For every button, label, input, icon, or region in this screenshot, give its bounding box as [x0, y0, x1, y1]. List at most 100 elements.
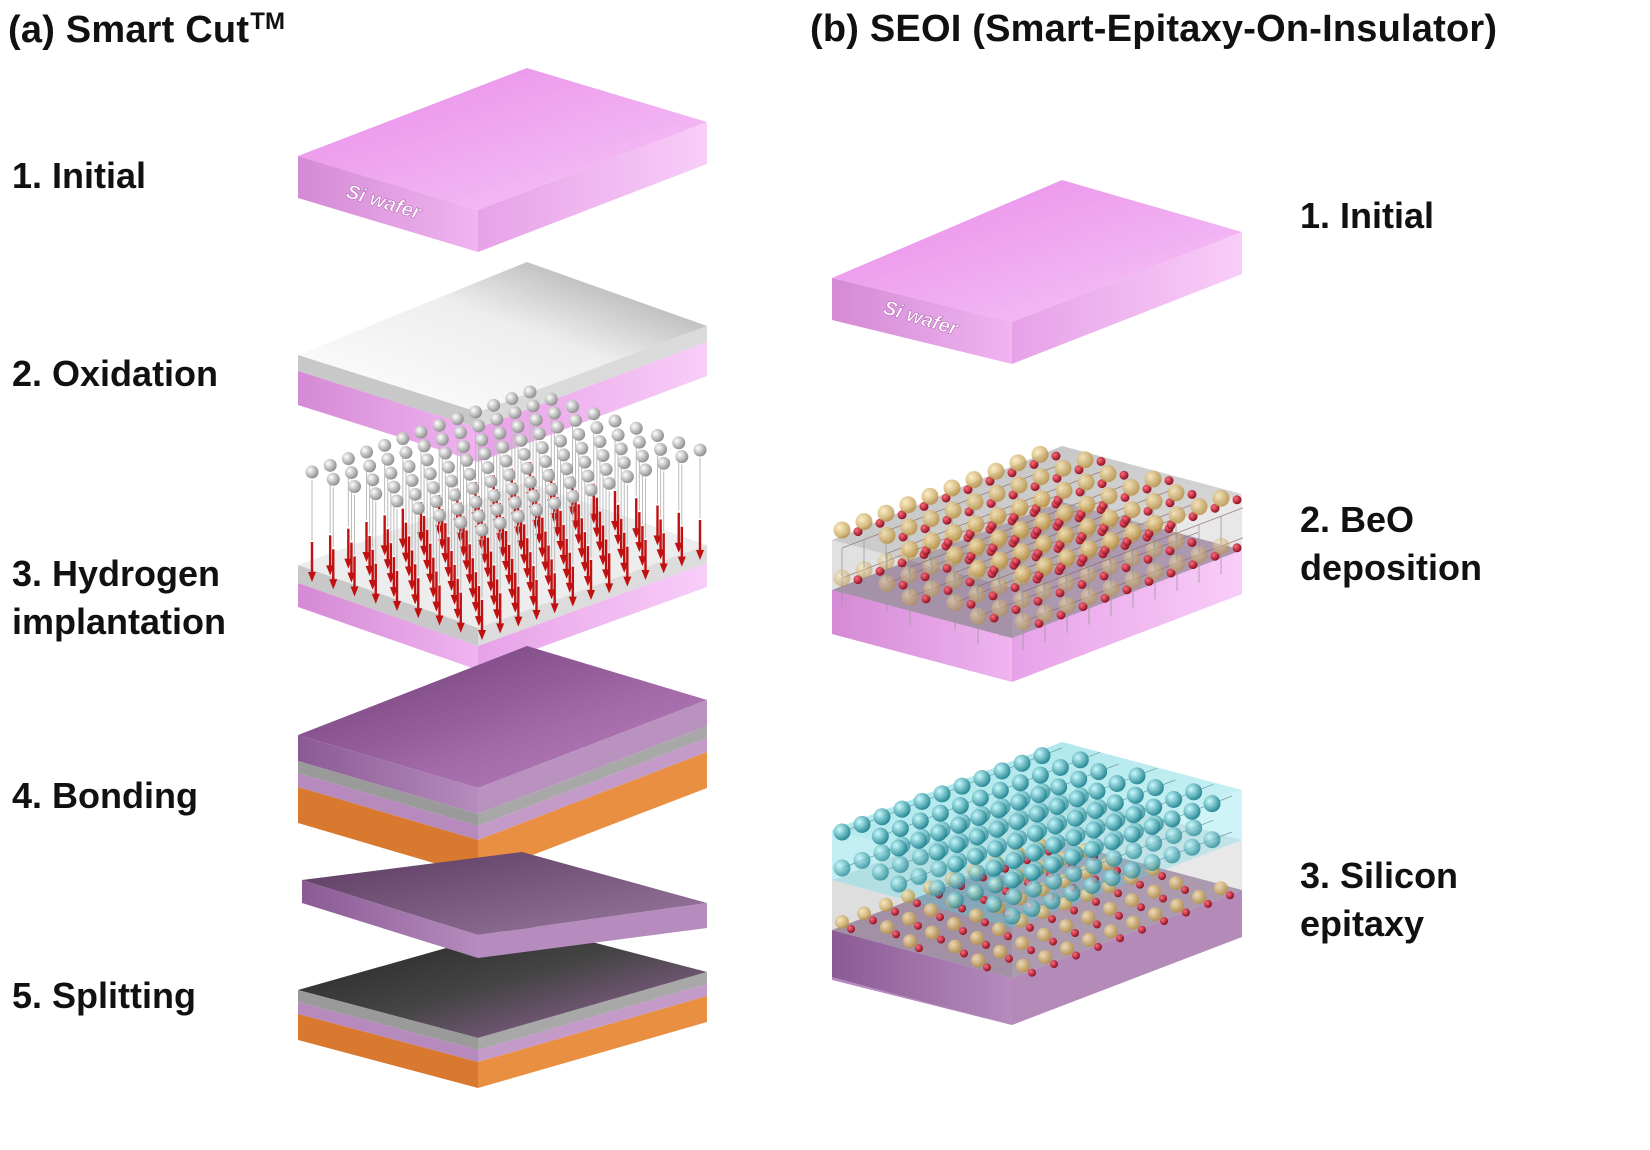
si-atom	[871, 827, 889, 845]
hydrogen-ion	[390, 494, 404, 611]
be-atom	[1212, 537, 1230, 555]
be-atom	[993, 944, 1007, 959]
o-atom	[943, 585, 953, 595]
o-atom	[920, 524, 930, 534]
si-atom	[1145, 798, 1163, 816]
be-atom	[1016, 958, 1030, 973]
si-atom	[1145, 834, 1163, 852]
o-atom	[1048, 915, 1056, 924]
o-atom	[1028, 968, 1036, 977]
be-atom	[1145, 492, 1163, 510]
be-atom	[1146, 562, 1164, 580]
si-atom	[986, 876, 1004, 894]
be-atom	[1056, 504, 1074, 522]
be-atom	[1079, 565, 1097, 583]
o-atom	[1011, 605, 1021, 615]
si-atom	[1045, 872, 1063, 890]
si-atom	[1108, 774, 1126, 792]
si-atom	[890, 839, 908, 857]
si-atom	[988, 820, 1006, 838]
si-atom	[1010, 793, 1028, 811]
o-atom	[1204, 899, 1212, 908]
o-atom	[964, 507, 974, 517]
si-atom	[990, 801, 1008, 819]
o-atom	[897, 558, 907, 568]
be-atom	[971, 953, 985, 968]
o-atom	[1008, 490, 1018, 500]
be-atom	[923, 580, 941, 598]
o-atom	[921, 546, 931, 556]
o-atom	[937, 935, 945, 944]
o-atom	[1096, 456, 1106, 466]
be-atom	[1013, 591, 1031, 609]
o-atom	[1071, 929, 1079, 937]
o-atom	[1166, 568, 1176, 578]
a5-split-stack	[298, 852, 707, 1088]
o-atom	[1121, 563, 1131, 573]
o-atom	[960, 949, 968, 958]
be-atom	[924, 903, 938, 918]
be-atom	[900, 566, 918, 584]
si-atom	[1183, 802, 1201, 820]
si-atom	[1125, 842, 1143, 860]
o-atom	[942, 515, 952, 525]
si-atom	[985, 895, 1003, 913]
si-atom	[1203, 831, 1221, 849]
si-atom	[891, 820, 909, 838]
be-atom	[965, 471, 983, 489]
be-atom	[1100, 487, 1118, 505]
be-atom	[944, 501, 962, 519]
be-atom	[1104, 924, 1118, 939]
si-atom	[1065, 829, 1083, 847]
o-atom	[1120, 492, 1130, 502]
o-atom	[919, 501, 929, 511]
be-atom	[948, 939, 962, 954]
o-atom	[1054, 518, 1064, 528]
be-atom	[1060, 941, 1074, 956]
o-atom	[1115, 911, 1123, 920]
o-atom	[1144, 528, 1154, 538]
be-atom	[925, 925, 939, 940]
be-atom	[1147, 884, 1161, 899]
step-b3-label: 3. Silicon epitaxy	[1300, 855, 1459, 944]
be-atom	[1103, 901, 1117, 916]
hydrogen-ion	[511, 510, 525, 627]
si-atom	[1003, 871, 1021, 889]
si-atom	[1185, 783, 1203, 801]
hydrogen-ion	[575, 441, 589, 559]
be-atom	[1124, 523, 1142, 541]
be-atom	[992, 922, 1006, 937]
o-atom	[1004, 932, 1012, 941]
si-atom	[1143, 818, 1161, 836]
a1-si-wafer	[298, 68, 707, 252]
step-a3-label: 3. Hydrogen implantation	[12, 553, 226, 642]
be-atom	[877, 552, 895, 570]
a4-bonded-stack	[298, 646, 707, 876]
o-atom	[965, 577, 975, 587]
be-atom	[967, 515, 985, 533]
si-atom	[1090, 763, 1108, 781]
hydrogen-ion	[475, 523, 489, 640]
o-atom	[1121, 515, 1131, 525]
si-atom	[1011, 774, 1029, 792]
o-atom	[1056, 610, 1066, 620]
hydrogen-ion	[384, 466, 398, 584]
o-atom	[1098, 501, 1108, 511]
si-atom	[930, 824, 948, 842]
be-atom	[966, 493, 984, 511]
o-atom	[1034, 618, 1044, 628]
o-atom	[1076, 509, 1086, 519]
o-atom	[869, 916, 877, 925]
o-atom	[1210, 503, 1220, 513]
be-atom	[945, 523, 963, 541]
be-atom	[1170, 898, 1184, 913]
o-atom	[1100, 545, 1110, 555]
be-atom	[878, 526, 896, 544]
si-atom	[871, 863, 889, 881]
beo-crystal-lattice	[833, 445, 1244, 650]
hydrogen-ion	[326, 472, 340, 590]
be-atom	[1077, 473, 1095, 491]
hydrogen-ion	[381, 452, 395, 570]
be-atom	[1055, 481, 1073, 499]
